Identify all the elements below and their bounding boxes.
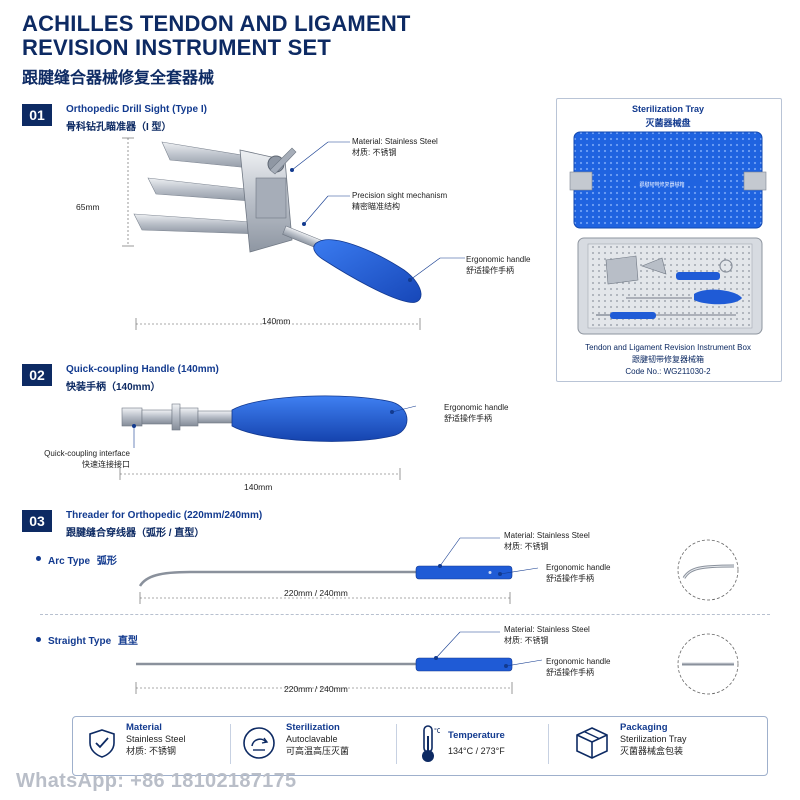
straight-type-heading: Straight Type 直型	[48, 632, 138, 647]
arc-threader-illustration	[138, 537, 539, 604]
arc-material-label: Material: Stainless Steel 材质: 不锈钢	[504, 530, 590, 552]
spec-material-value-cn: 材质: 不锈钢	[126, 746, 177, 756]
tray-caption-cn: 跟腱韧带修复器械箱	[632, 355, 704, 364]
spec-material-value: Stainless Steel	[126, 734, 186, 744]
s1-handle-text: Ergonomic handle	[466, 255, 531, 264]
s2-length-dimension: 140mm	[244, 482, 273, 492]
arc-length-dimension: 220mm / 240mm	[284, 588, 348, 598]
title-line-2: REVISION INSTRUMENT SET	[22, 35, 331, 60]
arc-type-title: Arc Type	[48, 556, 91, 567]
spec-sterilization-title: Sterilization	[286, 722, 340, 733]
straight-handle-text: Ergonomic handle	[546, 657, 611, 666]
s1-mechanism-text-cn: 精密瞄准结构	[352, 202, 400, 211]
tray-caption: Tendon and Ligament Revision Instrument …	[585, 343, 751, 352]
spec-footer	[72, 716, 768, 776]
straight-type-title: Straight Type	[48, 636, 112, 647]
section-number-01: 01	[22, 104, 52, 126]
sterilization-tray-image	[569, 131, 767, 335]
spec-packaging-value-cn: 灭菌器械盒包装	[620, 746, 684, 756]
shield-check-icon	[89, 729, 115, 758]
title-line-1: ACHILLES TENDON AND LIGAMENT	[22, 11, 411, 36]
section-number-03: 03	[22, 510, 52, 532]
s1-handle-text-cn: 舒适操作手柄	[466, 266, 514, 275]
arc-material-text-cn: 材质: 不锈钢	[504, 542, 549, 551]
spec-sterilization-value-cn: 可高温高压灭菌	[286, 746, 350, 756]
section-divider	[40, 614, 770, 615]
section-number-02: 02	[22, 364, 52, 386]
arc-type-bullet	[36, 556, 41, 561]
s2-handle-text-cn: 舒适操作手柄	[444, 414, 492, 423]
spec-sterilization: Sterilization Autoclavable 可高温高压灭菌	[286, 722, 349, 768]
arc-handle-text-cn: 舒适操作手柄	[546, 574, 594, 583]
s1-material-label: Material: Stainless Steel 材质: 不锈钢	[352, 136, 438, 158]
spec-divider-2	[396, 724, 397, 764]
s1-handle-label: Ergonomic handle 舒适操作手柄	[466, 254, 530, 276]
s1-material-text: Material: Stainless Steel	[352, 137, 438, 146]
arc-handle-label: Ergonomic handle 舒适操作手柄	[546, 562, 610, 584]
arc-type-title-cn: 弧形	[96, 556, 117, 567]
arc-handle-text: Ergonomic handle	[546, 563, 611, 572]
straight-threader-illustration	[135, 631, 543, 694]
s1-length-dimension: 140mm	[262, 316, 291, 326]
s2-interface-text: Quick-coupling interface	[44, 449, 130, 458]
straight-type-title-cn: 直型	[117, 636, 138, 647]
spec-temperature-title: Temperature	[448, 730, 505, 741]
section1-title: Orthopedic Drill Sight (Type I)	[66, 104, 207, 115]
thermometer-icon: °C	[422, 725, 440, 762]
section2-title: Quick-coupling Handle (140mm)	[66, 364, 219, 375]
spec-temperature: Temperature 134°C / 273°F	[448, 730, 505, 776]
section2-title-cn: 快装手柄（140mm）	[66, 382, 161, 393]
spec-packaging: Packaging Sterilization Tray 灭菌器械盒包装	[620, 722, 687, 768]
package-box-icon	[576, 727, 608, 759]
spec-temperature-value: 134°C / 273°F	[448, 746, 505, 756]
quick-coupling-handle-illustration	[119, 395, 417, 480]
straight-material-label: Material: Stainless Steel 材质: 不锈钢	[504, 624, 590, 646]
spec-packaging-title: Packaging	[620, 722, 668, 733]
s2-handle-text: Ergonomic handle	[444, 403, 509, 412]
tray-code: Code No.: WG211030-2	[625, 367, 711, 376]
spec-divider-1	[230, 724, 231, 764]
section3-title: Threader for Orthopedic (220mm/240mm)	[66, 510, 263, 521]
svg-text:°C: °C	[434, 727, 440, 735]
s1-mechanism-label: Precision sight mechanism 精密瞄准结构	[352, 190, 447, 212]
arc-material-text: Material: Stainless Steel	[504, 531, 590, 540]
straight-material-text-cn: 材质: 不锈钢	[504, 636, 549, 645]
straight-handle-text-cn: 舒适操作手柄	[546, 668, 594, 677]
drill-sight-illustration	[122, 137, 465, 330]
s1-height-dimension: 65mm	[76, 202, 100, 212]
whatsapp-watermark: WhatsApp: +86 18102187175	[16, 770, 297, 792]
straight-type-bullet	[36, 637, 41, 642]
tray-title: Sterilization Tray	[631, 104, 705, 114]
straight-material-text: Material: Stainless Steel	[504, 625, 590, 634]
tray-title-cn: 灭菌器械盘	[645, 118, 691, 128]
autoclave-icon	[243, 727, 275, 759]
spec-material-title: Material	[126, 722, 162, 733]
page-title-cn: 跟腱缝合器械修复全套器械	[22, 70, 215, 87]
page-title: ACHILLES TENDON AND LIGAMENT REVISION IN…	[22, 12, 411, 60]
section3-title-cn: 跟腱缝合穿线器（弧形 / 直型）	[66, 528, 205, 539]
s2-interface-label: Quick-coupling interface 快速连接接口	[40, 448, 130, 470]
spec-sterilization-value: Autoclavable	[286, 734, 338, 744]
s1-material-text-cn: 材质: 不锈钢	[352, 148, 397, 157]
spec-divider-3	[548, 724, 549, 764]
spec-material: Material Stainless Steel 材质: 不锈钢	[126, 722, 186, 768]
s2-interface-text-cn: 快速连接接口	[82, 460, 130, 469]
arc-type-heading: Arc Type 弧形	[48, 552, 117, 567]
s1-mechanism-text: Precision sight mechanism	[352, 191, 448, 200]
section1-title-cn: 骨科钻孔瞄准器（I 型）	[66, 122, 172, 133]
straight-length-dimension: 220mm / 240mm	[284, 684, 348, 694]
s2-handle-label: Ergonomic handle 舒适操作手柄	[444, 402, 508, 424]
tray-lid-text: 跟腱韧带修复器械箱	[639, 182, 685, 188]
straight-tip-detail	[677, 633, 739, 695]
straight-handle-label: Ergonomic handle 舒适操作手柄	[546, 656, 610, 678]
spec-packaging-value: Sterilization Tray	[620, 734, 687, 744]
arc-tip-detail	[677, 539, 739, 601]
